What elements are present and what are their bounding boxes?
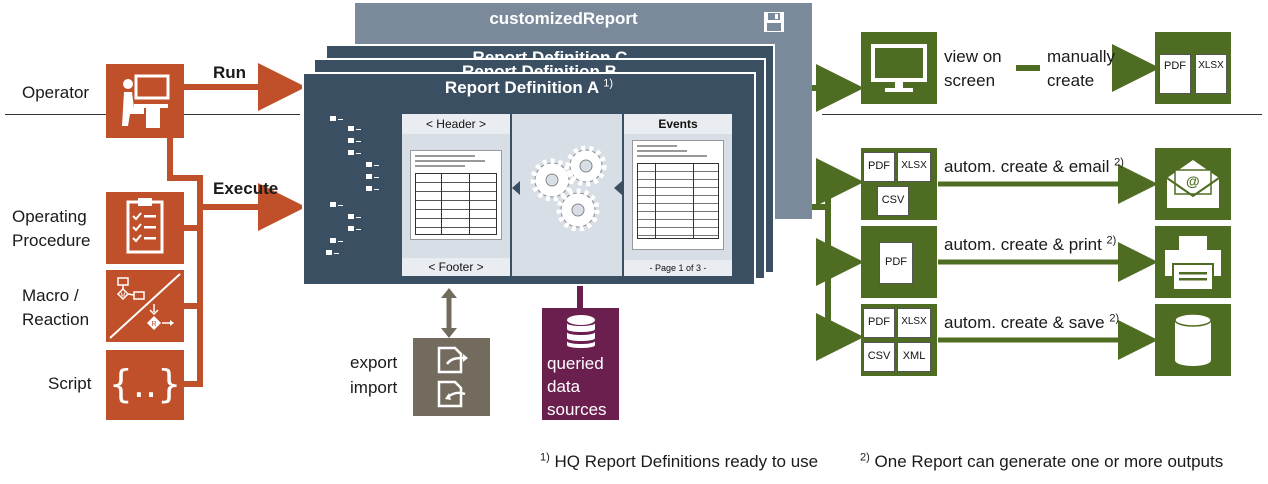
operating-procedure-label-2: Procedure [12,231,91,250]
data-sources-line1: queried [547,354,604,373]
run-label: Run [213,63,247,82]
operator-label: Operator [22,83,90,102]
xlsx-file-icon: XLSX [897,308,931,338]
tree-outline [326,112,398,262]
print-files-box[interactable]: PDF [861,226,937,298]
print-label-note: 2) [1106,234,1117,247]
pdf-file-icon: PDF [1159,54,1191,94]
csv-file-icon: CSV [877,186,909,216]
operator-box[interactable] [106,64,184,138]
output-panel: Events - Page 1 of 3 - [624,114,732,276]
engine-panel [512,114,622,276]
database-icon [567,315,595,348]
report-definition-a-title: Report Definition A 1) [304,78,754,98]
divider-right [822,114,1262,115]
script-label: Script [48,374,92,393]
import-label: import [350,378,398,397]
footnote-2-text: One Report can generate one or more outp… [874,452,1224,471]
header-label: < Header > [402,114,510,134]
email-envelope-icon: @ [1166,160,1220,208]
data-sources-line2: data [547,377,581,396]
view-label-2: screen [944,71,996,90]
customized-report-title: customizedReport [489,9,638,28]
save-label-text: autom. create & save [944,313,1105,332]
save-disk-icon [764,12,784,32]
export-import-icon [437,346,468,408]
events-label: Events [624,114,732,134]
manual-create-box[interactable]: PDF XLSX [1155,32,1231,104]
storage-cylinder-icon [1174,313,1212,366]
layout-panel: < Header > < Footer > [402,114,510,276]
svg-text:@: @ [1186,173,1200,189]
macro-label-2: Reaction [22,310,90,329]
csv-file-icon: CSV [863,342,895,372]
print-box[interactable] [1155,226,1231,298]
footnote-2: 2) One Report can generate one or more o… [860,452,1223,472]
view-label-1: view on [944,47,1002,66]
footnote-2-number: 2) [860,451,870,464]
macro-label-1: Macro / [22,286,79,305]
email-label: autom. create & email 2) [944,157,1124,177]
footnote-1-number: 1) [540,451,550,464]
operating-procedure-box[interactable] [106,192,184,264]
manual-label-1: manually [1047,47,1116,66]
footnote-1-text: HQ Report Definitions ready to use [554,452,819,471]
pdf-file-icon: PDF [879,242,913,284]
gears-icon [512,145,622,232]
footer-label: < Footer > [402,258,510,276]
printer-icon [1165,236,1221,291]
print-label-text: autom. create & print [944,235,1102,254]
xlsx-file-icon: XLSX [897,152,931,182]
pdf-file-icon: PDF [863,308,895,338]
xml-file-icon: XML [897,342,931,372]
operating-procedure-label-1: Operating [12,207,87,226]
email-box[interactable]: @ [1155,148,1231,220]
export-import-box[interactable] [413,338,490,416]
layout-sheet [410,150,502,240]
checklist-icon [126,198,164,254]
email-label-note: 2) [1114,156,1124,169]
script-braces-icon: {..} [108,362,182,406]
email-label-text: autom. create & email [944,157,1110,176]
save-files-box[interactable]: PDF XLSX CSV XML [861,304,937,376]
email-files-box[interactable]: PDF XLSX CSV [861,148,937,220]
footnote-1: 1) HQ Report Definitions ready to use [540,452,818,472]
script-box[interactable]: {..} [106,350,184,420]
manual-label-2: create [1047,71,1095,90]
save-label-note: 2) [1109,312,1120,325]
xlsx-file-icon: XLSX [1195,54,1227,94]
report-definition-a-title-text: Report Definition A [444,78,599,97]
svg-text:M: M [121,293,126,299]
macro-box[interactable]: M R [106,270,184,342]
export-label: export [350,353,398,372]
output-sheet [632,140,724,250]
save-label: autom. create & save 2) [944,313,1119,333]
report-definition-a-card[interactable]: Report Definition A 1) < Header > < Foot… [302,72,756,286]
save-box[interactable] [1155,304,1231,376]
report-definition-a-note: 1) [603,77,614,90]
svg-text:R: R [152,321,157,328]
execute-label: Execute [213,179,279,198]
monitor-icon [871,44,927,92]
operator-icon [122,74,170,128]
print-label: autom. create & print 2) [944,235,1116,255]
macro-reaction-icon: M R [109,273,181,339]
view-screen-box[interactable] [861,32,937,104]
data-sources-box[interactable]: queried data sources [542,308,619,420]
page-label: - Page 1 of 3 - [624,260,732,276]
pdf-file-icon: PDF [863,152,895,182]
data-sources-line3: sources [547,400,607,419]
